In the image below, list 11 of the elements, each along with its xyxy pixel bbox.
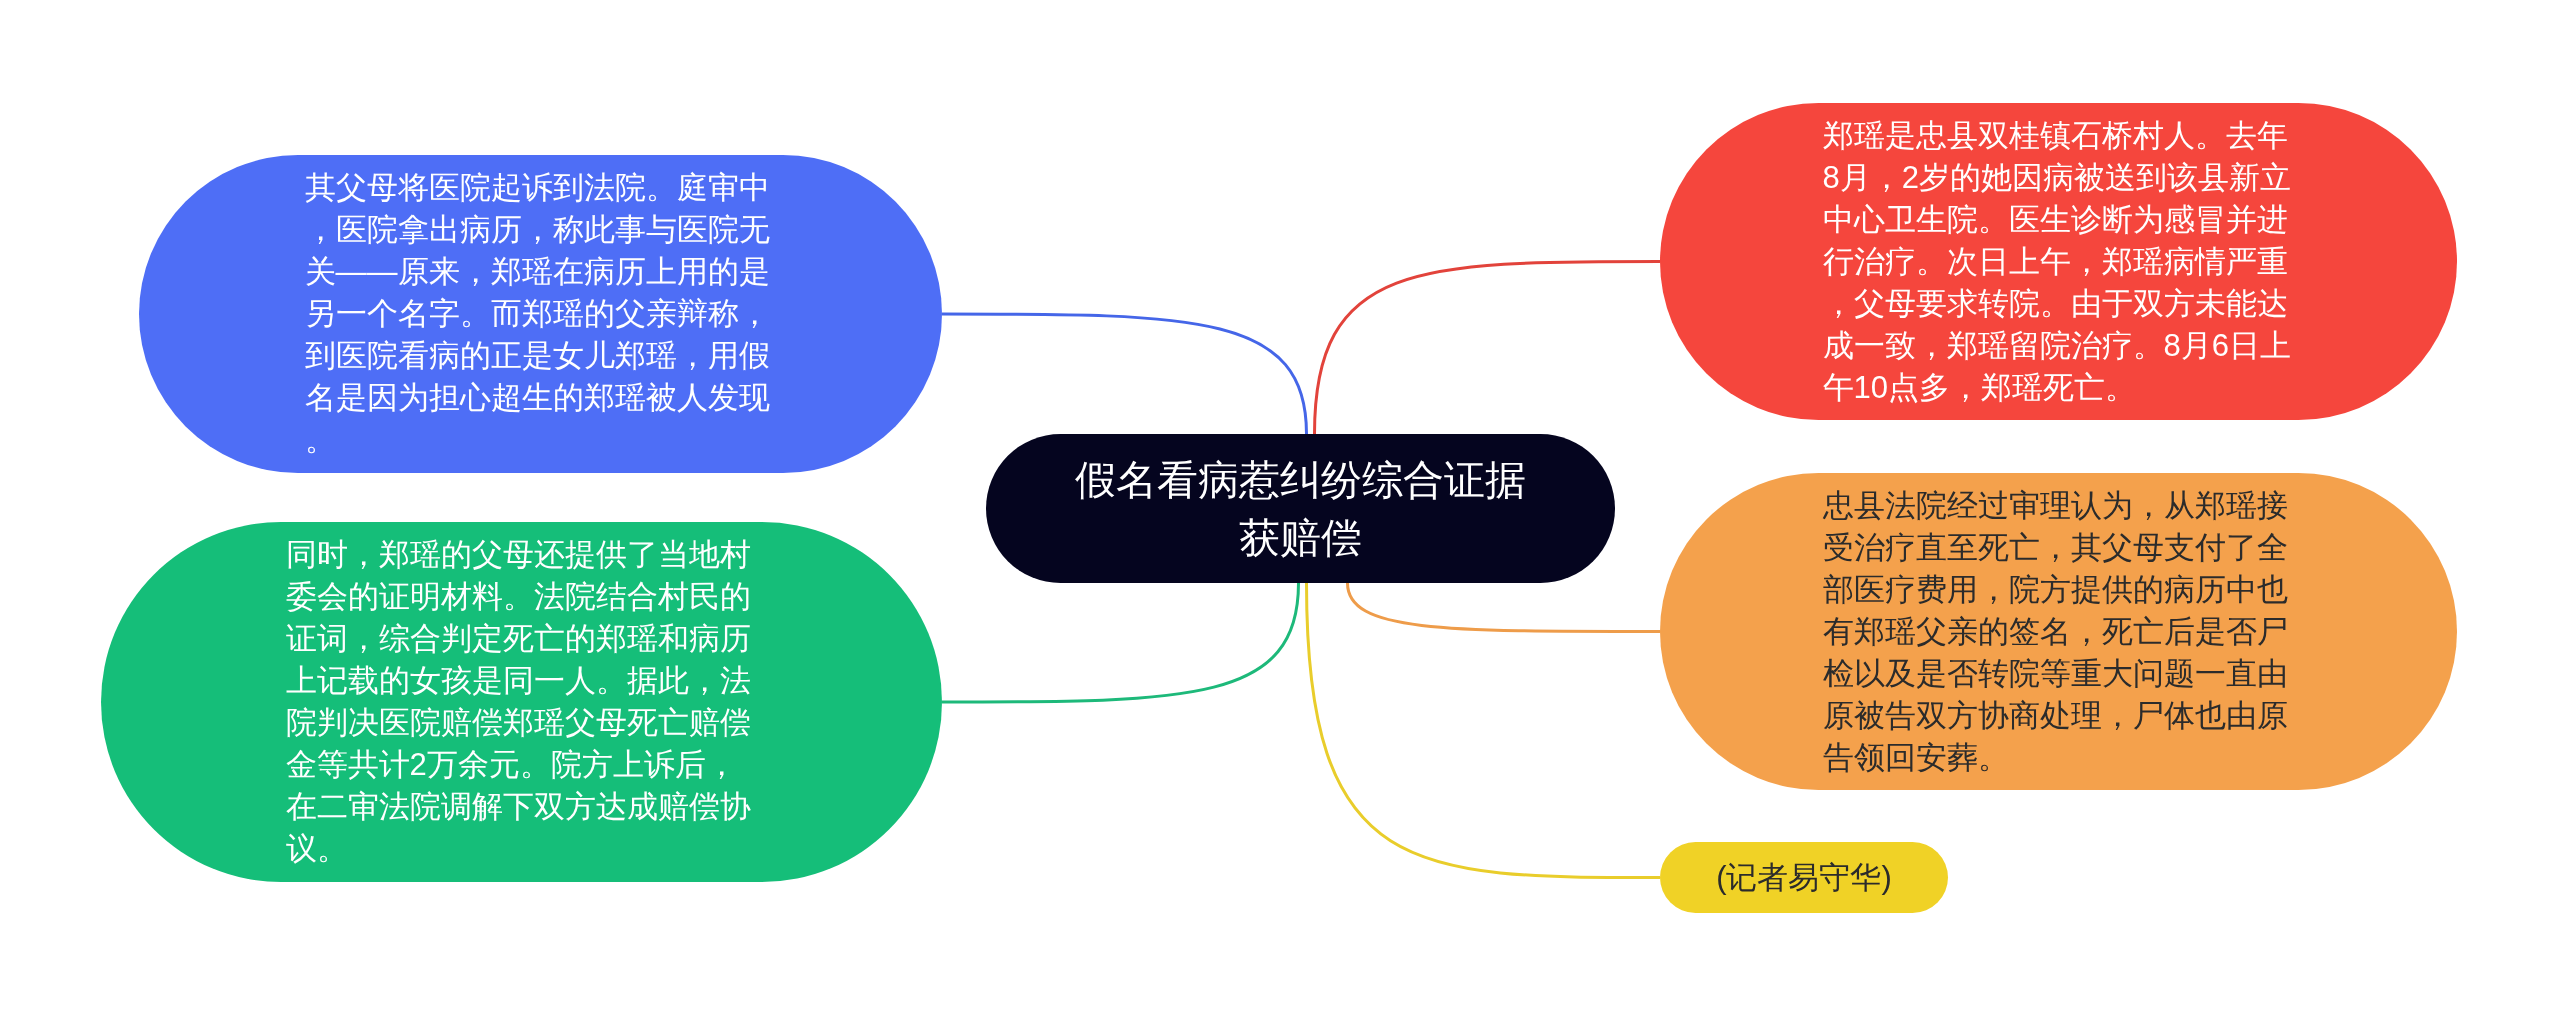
connector-line [942,312,1308,435]
paragraph-text: 忠县法院经过审理认为，从郑瑶接受治疗直至死亡，其父母支付了全部医疗费用，院方提供的病历中也有郑瑶父亲的签名，死亡后是否尸检以及是否转院等重大问题一直由原被告双方协商处理，尸体也由原告领回安葬。 [1822,486,2289,777]
paragraph-text: 同时，郑瑶的父母还提供了当地村委会的证明材料。法院结合村民的证词，综合判定死亡的郑瑶和病历上记载的女孩是同一人。据此，法院判决医院赔偿郑瑶父母死亡赔偿金等共计2万余元。院方上诉后，在二审法院调解下双方达成赔偿协议。 [285,536,752,868]
paragraph-text: 郑瑶是忠县双桂镇石桥村人。去年8月，2岁的她因病被送到该县新立中心卫生院。医生诊断为感冒并进行治疗。次日上午，郑瑶病情严重，父母要求转院。由于双方未能达成一致，郑瑶留院治疗。8月6日上午10点多，郑瑶死亡。 [1822,116,2292,407]
connector-line [1313,260,1660,435]
paragraph-text: 其父母将医院起诉到法院。庭审中，医院拿出病历，称此事与医院无关——原来，郑瑶在病历上用的是另一个名字。而郑瑶的父亲辩称，到医院看病的正是女儿郑瑶，用假名是因为担心超生的郑瑶被人发现。 [304,169,771,459]
topic-title: 假名看病惹纠纷综合证据获赔偿 [1074,455,1527,563]
connector-line [1305,582,1660,879]
caption-text: (记者易守华) [1716,858,1892,897]
connector-line [942,582,1300,704]
connector-line [1346,582,1660,633]
